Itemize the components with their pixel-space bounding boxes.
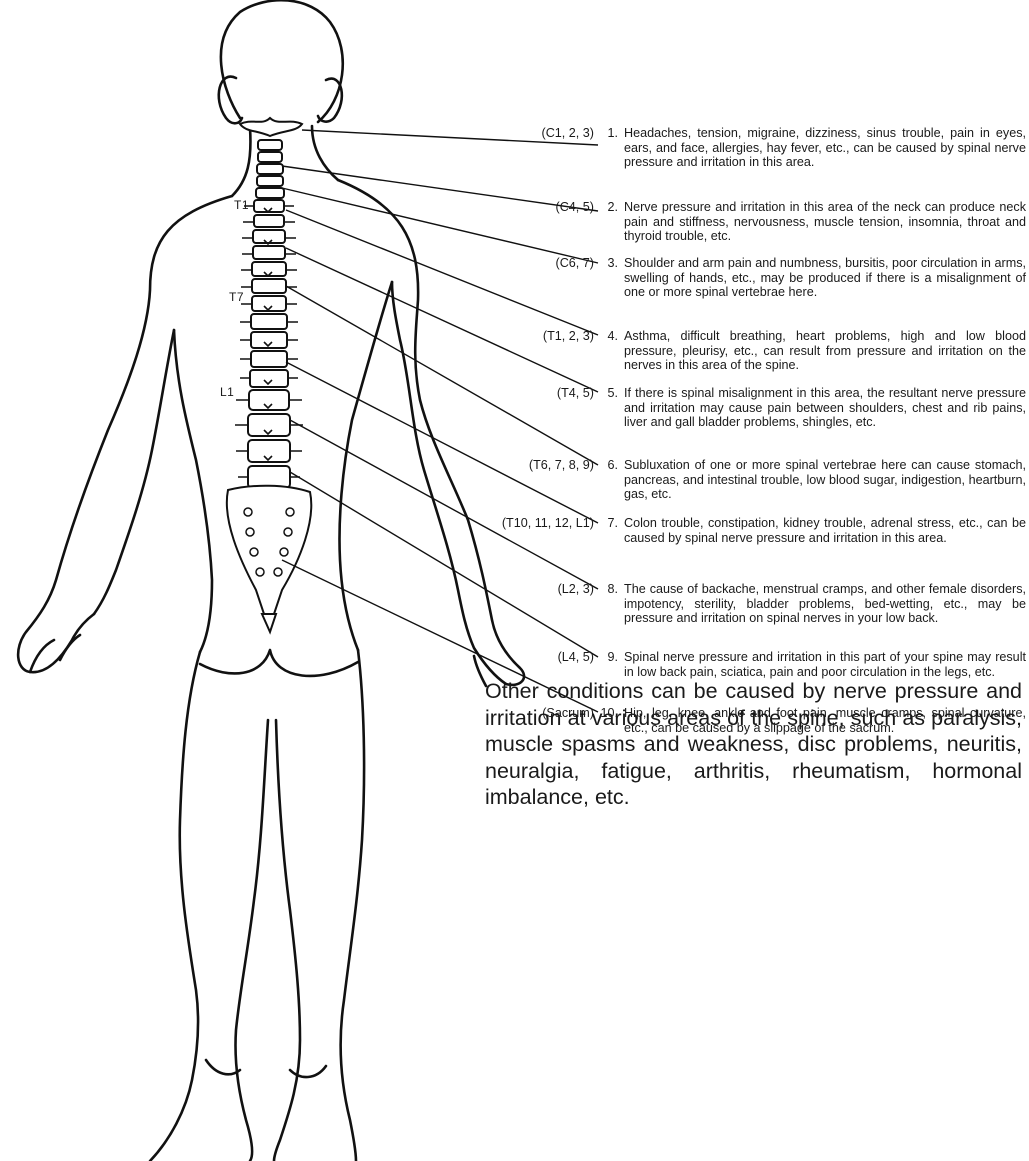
region-label: (T6, 7, 8, 9) (492, 458, 600, 502)
thoracic-vertebra (251, 314, 287, 329)
entry-text: Nerve pressure and irritation in this ar… (624, 200, 1028, 244)
other-conditions-note: Other conditions can be caused by nerve … (485, 678, 1022, 811)
region-label: (C1, 2, 3) (492, 126, 600, 170)
entry-text: If there is spinal misalignment in this … (624, 386, 1028, 430)
cervical-vertebra (257, 164, 283, 174)
cervical-vertebra (258, 152, 282, 162)
head-outline (221, 0, 343, 122)
region-label: (L2, 3) (492, 582, 600, 626)
thoracic-vertebra (254, 215, 284, 227)
entry-number: 7. (600, 516, 624, 545)
entry-number: 3. (600, 256, 624, 300)
entry-text: Asthma, difficult breathing, heart probl… (624, 329, 1028, 373)
left-arm-outer (18, 196, 232, 672)
condition-entry-6: (T6, 7, 8, 9) 6. Subluxation of one or m… (492, 458, 1028, 502)
left-arm-inner (94, 330, 174, 614)
condition-entry-3: (C6, 7) 3. Shoulder and arm pain and num… (492, 256, 1028, 300)
knee-detail (206, 1060, 326, 1077)
entry-text: Subluxation of one or more spinal verteb… (624, 458, 1028, 502)
left-leg-outer (150, 652, 200, 1161)
thoracic-vertebra (253, 246, 285, 259)
region-label: (C6, 7) (492, 256, 600, 300)
cervical-vertebra (256, 188, 284, 198)
sacrum (227, 486, 311, 614)
entry-text: Shoulder and arm pain and numbness, burs… (624, 256, 1028, 300)
torso-left (174, 330, 212, 652)
thoracic-vertebra (250, 370, 288, 387)
condition-entry-5: (T4, 5) 5. If there is spinal misalignme… (492, 386, 1028, 430)
region-label: (T1, 2, 3) (492, 329, 600, 373)
thoracic-vertebra (253, 230, 285, 243)
buttocks-line (200, 650, 358, 676)
region-label: (L4, 5) (492, 650, 600, 679)
entry-number: 9. (600, 650, 624, 679)
entry-text: Headaches, tension, migraine, dizziness,… (624, 126, 1028, 170)
spine-label-l1: L1 (220, 385, 234, 399)
condition-entry-1: (C1, 2, 3) 1. Headaches, tension, migrai… (492, 126, 1028, 170)
entry-number: 2. (600, 200, 624, 244)
neck-left (232, 128, 250, 196)
condition-entry-7: (T10, 11, 12, L1) 7. Colon trouble, cons… (492, 516, 1028, 545)
left-hand-detail (30, 635, 80, 672)
coccyx (262, 614, 276, 632)
right-ear (318, 79, 342, 122)
left-leg-inner (235, 720, 268, 1161)
spine-label-t1: T1 (234, 198, 249, 212)
thoracic-vertebra (252, 279, 286, 293)
leader-line-8 (290, 420, 598, 589)
entry-number: 8. (600, 582, 624, 626)
region-label: (C4, 5) (492, 200, 600, 244)
thoracic-vertebra (251, 351, 287, 367)
entry-number: 5. (600, 386, 624, 430)
cervical-vertebra (257, 176, 283, 186)
leader-line-6 (286, 286, 598, 465)
cervical-vertebra (258, 140, 282, 150)
entry-number: 1. (600, 126, 624, 170)
condition-entry-8: (L2, 3) 8. The cause of backache, menstr… (492, 582, 1028, 626)
entry-text: The cause of backache, menstrual cramps,… (624, 582, 1028, 626)
lumbar-vertebra (248, 466, 290, 488)
right-leg-inner (274, 720, 300, 1161)
condition-entry-9: (L4, 5) 9. Spinal nerve pressure and irr… (492, 650, 1028, 679)
right-leg-outer (341, 650, 364, 1161)
torso-right (340, 282, 393, 650)
region-label: (T4, 5) (492, 386, 600, 430)
entry-number: 6. (600, 458, 624, 502)
entry-number: 4. (600, 329, 624, 373)
entry-text: Colon trouble, constipation, kidney trou… (624, 516, 1028, 545)
entry-text: Spinal nerve pressure and irritation in … (624, 650, 1028, 679)
region-label: (T10, 11, 12, L1) (492, 516, 600, 545)
spine-label-t7: T7 (229, 290, 244, 304)
spine (227, 118, 311, 632)
condition-entry-2: (C4, 5) 2. Nerve pressure and irritation… (492, 200, 1028, 244)
condition-entry-4: (T1, 2, 3) 4. Asthma, difficult breathin… (492, 329, 1028, 373)
